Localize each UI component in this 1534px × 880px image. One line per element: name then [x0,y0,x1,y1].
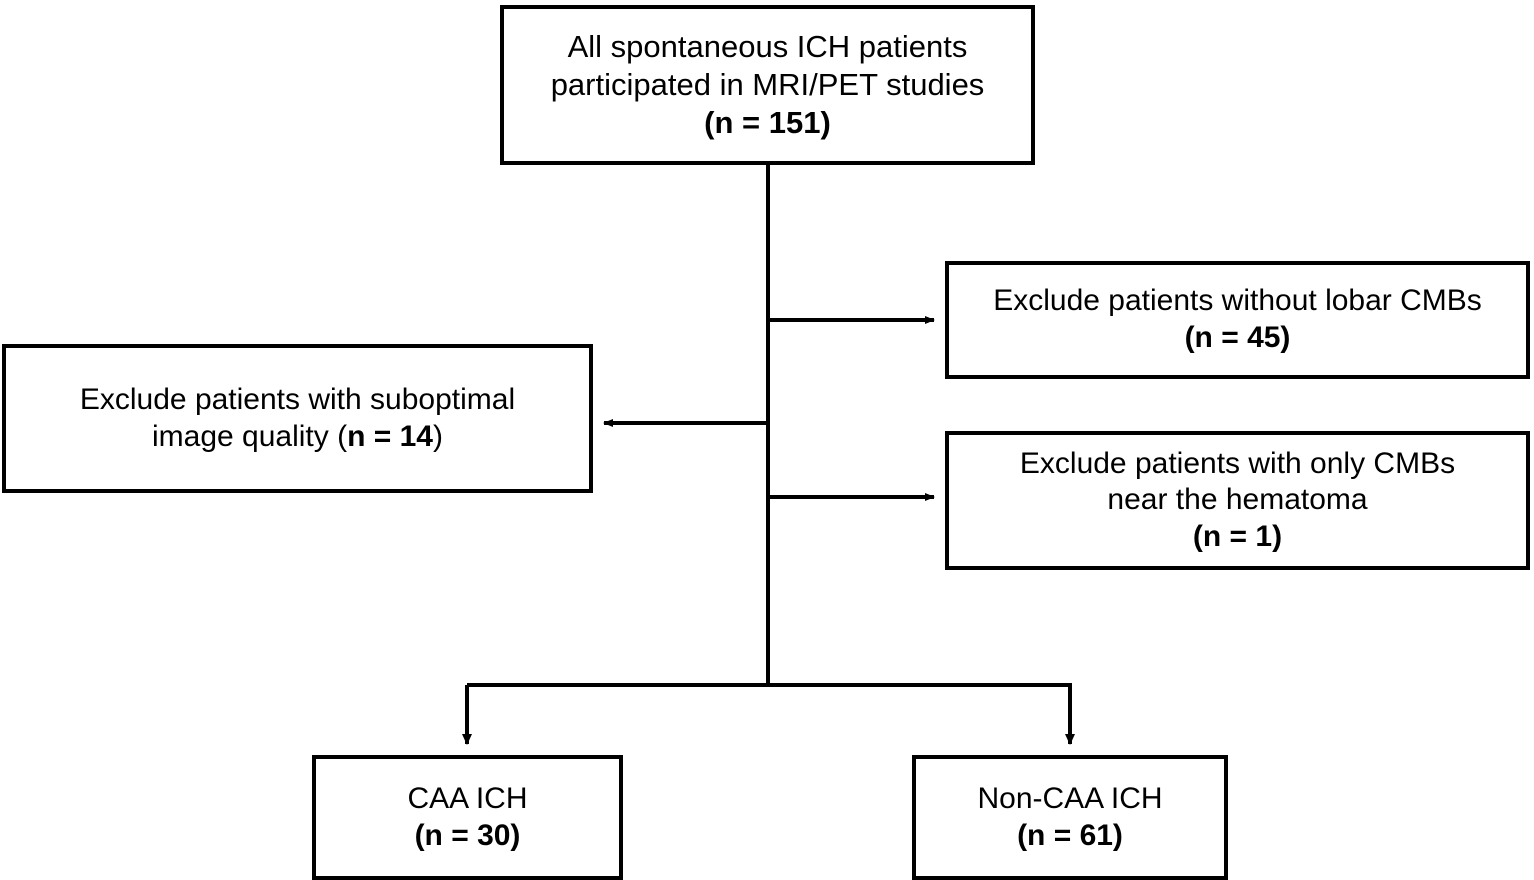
node-exclude-without-lobar-cmbs: Exclude patients without lobar CMBs (n =… [945,261,1530,379]
node-non-caa-ich-label: Non-CAA ICH [977,781,1163,815]
node-source-line-1: All spontaneous ICH patients [567,29,968,65]
node-exclude-image-quality-line-1: Exclude patients with suboptimal [79,382,516,416]
node-exclude-suboptimal-image-quality: Exclude patients with suboptimal image q… [2,344,593,493]
node-source-count: (n = 151) [704,104,831,140]
node-caa-ich: CAA ICH (n = 30) [312,755,623,880]
node-exclude-near-hematoma-line-1: Exclude patients with only CMBs [1019,446,1456,480]
node-non-caa-ich: Non-CAA ICH (n = 61) [912,755,1228,880]
node-source-line-2: participated in MRI/PET studies [550,67,985,103]
node-non-caa-ich-count: (n = 61) [1017,818,1123,852]
node-caa-ich-label: CAA ICH [407,781,528,815]
node-exclude-lobar-line-1: Exclude patients without lobar CMBs [993,284,1482,318]
node-exclude-image-quality-line-2: image quality (n = 14) [16,419,579,456]
node-exclude-image-quality-count: n = 14 [347,419,433,453]
node-caa-ich-count: (n = 30) [414,818,521,852]
node-source-cohort: All spontaneous ICH patients participate… [500,5,1035,165]
node-exclude-near-hematoma-line-2: near the hematoma [1107,483,1368,517]
node-exclude-image-quality-prefix: image quality ( [152,419,348,453]
node-exclude-image-quality-suffix: ) [432,419,443,453]
node-exclude-near-hematoma-count: (n = 1) [1192,519,1283,553]
node-exclude-lobar-count: (n = 45) [1184,321,1291,354]
node-exclude-cmbs-near-hematoma: Exclude patients with only CMBs near the… [945,431,1530,570]
connector-bottom-fork [462,683,1075,745]
